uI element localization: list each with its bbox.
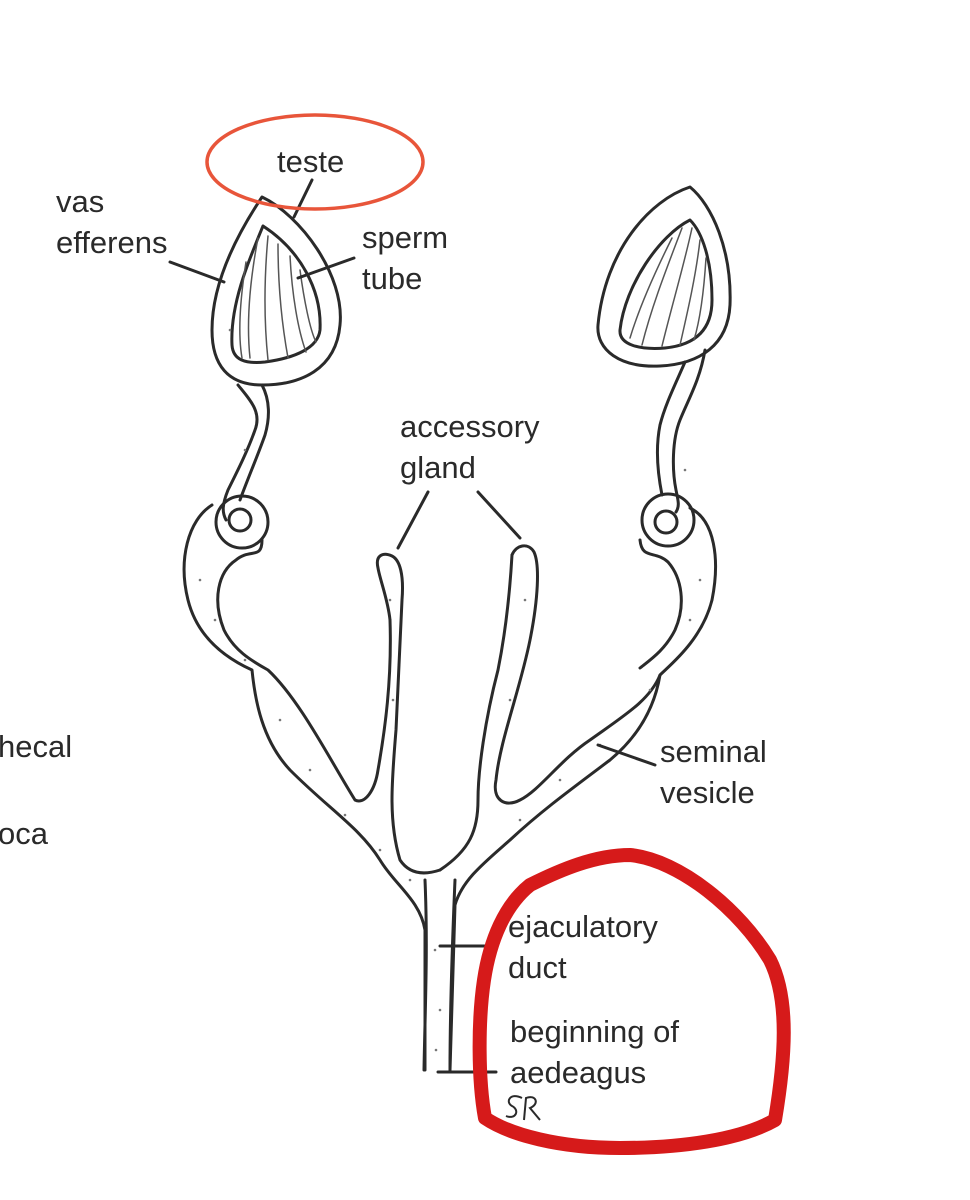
- label-vas-efferens-line1: vas: [56, 181, 167, 222]
- label-accessory-gland: accessory gland: [400, 406, 540, 488]
- label-sperm-tube: sperm tube: [362, 217, 448, 299]
- label-seminal-vesicle-line1: seminal: [660, 731, 767, 772]
- left-testis-inner: [232, 226, 320, 362]
- label-sperm-tube-line1: sperm: [362, 217, 448, 258]
- right-sperm-tube-lines: [630, 228, 706, 346]
- label-accessory-gland-line2: gland: [400, 447, 540, 488]
- label-seminal-vesicle-line2: vesicle: [660, 772, 767, 813]
- label-cutoff-oca: oca: [0, 813, 48, 854]
- label-ejaculatory-duct-line2: duct: [508, 947, 658, 988]
- right-coil: [642, 494, 694, 546]
- label-cutoff-hecal: hecal: [0, 726, 72, 767]
- label-aedeagus-line1: beginning of: [510, 1011, 679, 1052]
- label-aedeagus-line2: aedeagus: [510, 1052, 679, 1093]
- label-beginning-of-aedeagus: beginning of aedeagus: [510, 1011, 679, 1093]
- label-ejaculatory-duct-line1: ejaculatory: [508, 906, 658, 947]
- label-vas-efferens: vas efferens: [56, 181, 167, 263]
- label-sperm-tube-line2: tube: [362, 258, 448, 299]
- left-coil: [216, 496, 268, 548]
- artist-signature: [506, 1096, 540, 1120]
- label-vas-efferens-line2: efferens: [56, 222, 167, 263]
- left-testis-outline: [212, 197, 340, 385]
- right-accessory-gland: [495, 546, 660, 803]
- label-seminal-vesicle: seminal vesicle: [660, 731, 767, 813]
- label-ejaculatory-duct: ejaculatory duct: [508, 906, 658, 988]
- left-seminal-vesicle: [184, 505, 425, 1070]
- label-accessory-gland-line1: accessory: [400, 406, 540, 447]
- label-teste: teste: [277, 141, 344, 182]
